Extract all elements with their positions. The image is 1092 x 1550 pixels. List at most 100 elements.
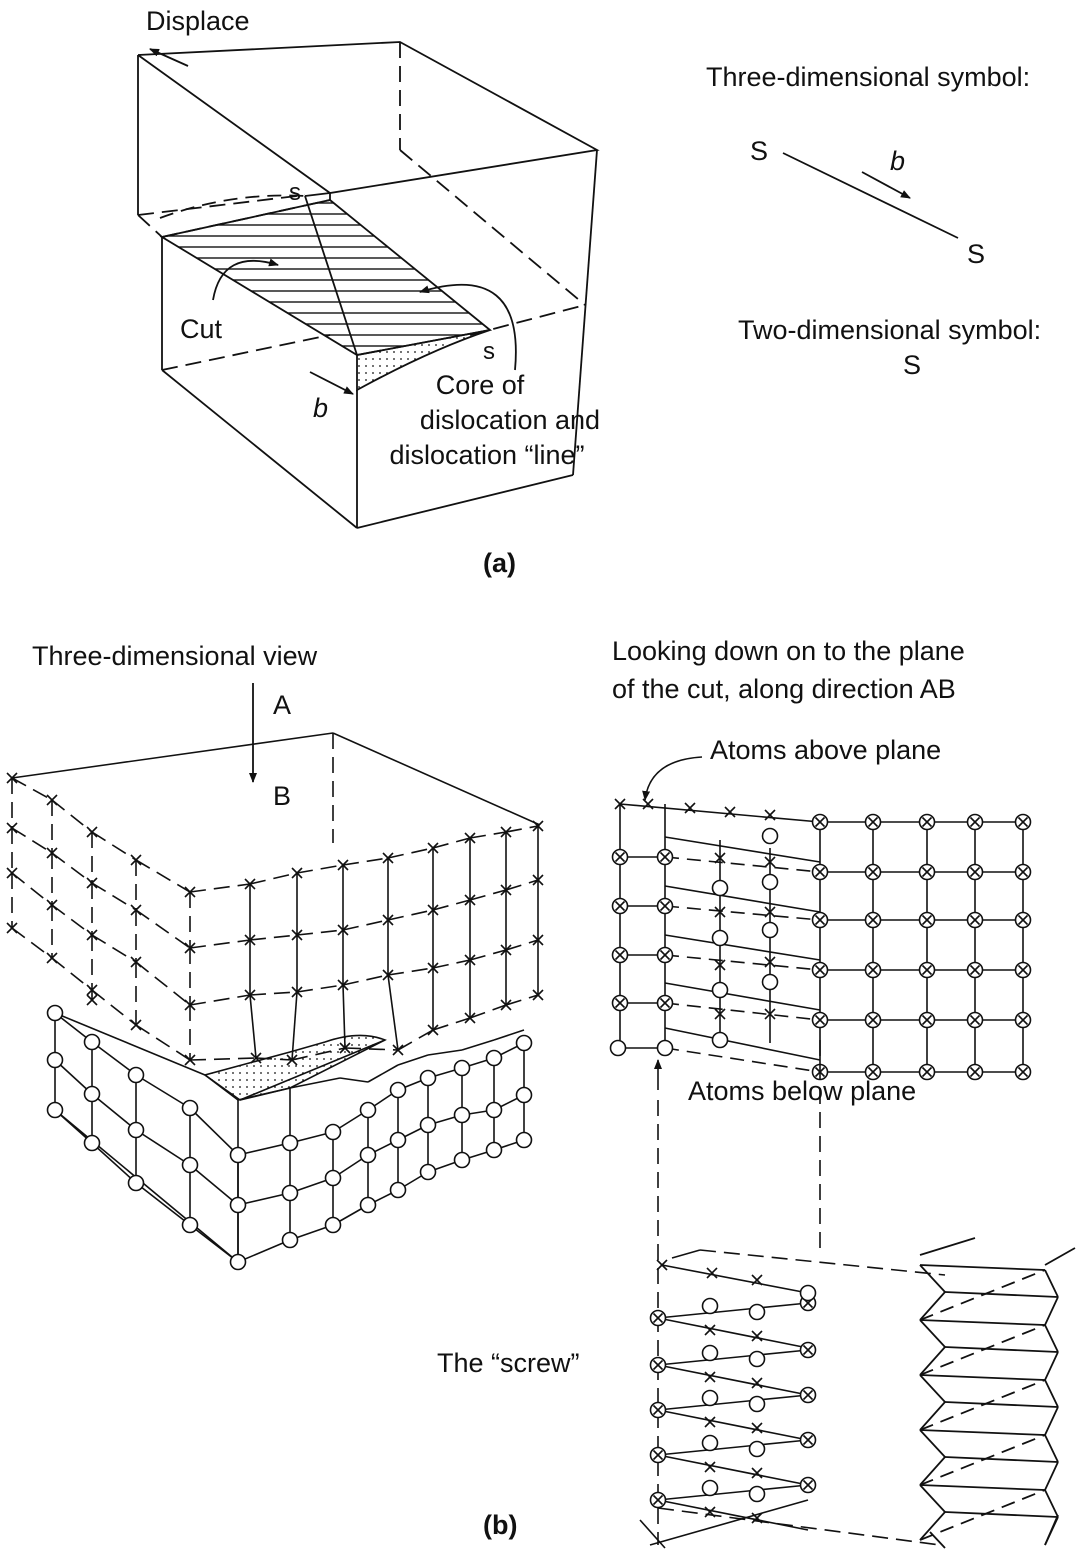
cross-stroke [921,914,933,926]
cross-stroke [867,816,879,828]
atom-cross [86,994,98,1006]
lattice-bond [135,1074,191,1109]
atom-circle [46,1004,64,1022]
cross-stroke [751,1422,763,1434]
helix-edge [1044,1461,1059,1491]
atom-cross [714,959,726,971]
cross-stroke [814,964,826,976]
cross-stroke [867,866,879,878]
helix-front [919,1319,1046,1326]
atom-cross [764,856,776,868]
atom-circle [453,1151,471,1169]
helix-edge [919,1484,946,1513]
cross-stroke [1017,964,1029,976]
helix-edge [919,1511,946,1541]
atom-cross [642,798,654,810]
atom-cross [614,798,626,810]
b-arrow [309,371,354,395]
cross-stroke [1017,866,1029,878]
b-direction-label: B [273,781,292,811]
atom-cross [656,1259,668,1271]
lattice-bond [664,1002,821,1021]
lattice-bond [664,885,821,913]
lattice-bond [469,949,507,961]
atom-circle [761,873,779,891]
lattice-bond [249,991,298,996]
cut-label: Cut [180,314,223,344]
cross-stroke [656,1259,668,1271]
atom-cross [706,1267,718,1279]
atom-circle [701,1389,719,1407]
lattice-bond [11,777,53,801]
caption-b: (b) [483,1510,518,1540]
cross-stroke [751,1377,763,1389]
lattice-bond [91,1142,137,1184]
lattice-bond [342,857,389,866]
helix-back [919,1434,1046,1486]
helix-edge [919,1264,946,1293]
atom-cross [724,806,736,818]
lattice-bond [249,994,257,1059]
lattice-bond [135,859,191,893]
atom-circle [761,827,779,845]
atom-circle [515,1086,533,1104]
cross-stroke [814,914,826,926]
lattice-bond [505,939,539,951]
lattice-bond [296,864,344,874]
cross-stroke [921,964,933,976]
atom-circle [46,1101,64,1119]
atom-cross [714,1008,726,1020]
caption-a: (a) [483,548,516,578]
lattice-bond [657,1317,809,1349]
lattice-bond [91,989,137,1026]
helix-edge [919,1456,946,1486]
cross-stroke [704,1461,716,1473]
atoms-above-pointer [642,756,703,801]
helix-edge [1044,1269,1059,1298]
cross-stroke [867,1066,879,1078]
helix-edge [1044,1434,1059,1463]
atom-circle [748,1440,766,1458]
cross-stroke [969,1066,981,1078]
lattice-bond [432,1017,471,1031]
helix-edge [1044,1296,1059,1326]
cross-stroke [714,1008,726,1020]
cross-stroke [704,1506,716,1518]
screw-atom-chain [639,1249,946,1549]
lattice-bond [189,994,251,1006]
cross-stroke [684,802,696,814]
lattice-bond [657,1364,809,1396]
helix-back [919,1324,1046,1376]
screw-dashed [699,1249,946,1276]
lattice-bond [189,1107,239,1156]
atom-circle [711,879,729,897]
helix-edge [1044,1379,1059,1408]
cross-stroke [642,798,654,810]
screw-label: The “screw” [437,1348,580,1378]
cross-stroke [704,1324,716,1336]
lattice-bond [291,991,298,1061]
cross-stroke [802,1344,814,1356]
cross-stroke [751,1467,763,1479]
atom-circle [748,1395,766,1413]
lattice-bond [657,1349,809,1366]
lattice-3d-view [6,732,544,1271]
helix-edge [1044,1351,1059,1381]
cross-stroke [867,964,879,976]
block-edge [54,1012,206,1076]
projection-lines [657,1040,821,1545]
helix-front [919,1264,1046,1271]
helix-edge [1044,1489,1059,1518]
lattice-bond [505,825,539,833]
lattice-bond [461,1039,495,1051]
lattice-bond [51,957,93,991]
helix-back [919,1489,1046,1541]
lattice-bond [135,1024,191,1061]
lattice-bond [237,1142,291,1156]
atom-circle [701,1344,719,1362]
atom-circle [359,1101,377,1119]
atom-circle [711,929,729,947]
atom-cross [684,802,696,814]
lattice-bond [249,872,298,885]
cross-stroke [652,1359,664,1371]
